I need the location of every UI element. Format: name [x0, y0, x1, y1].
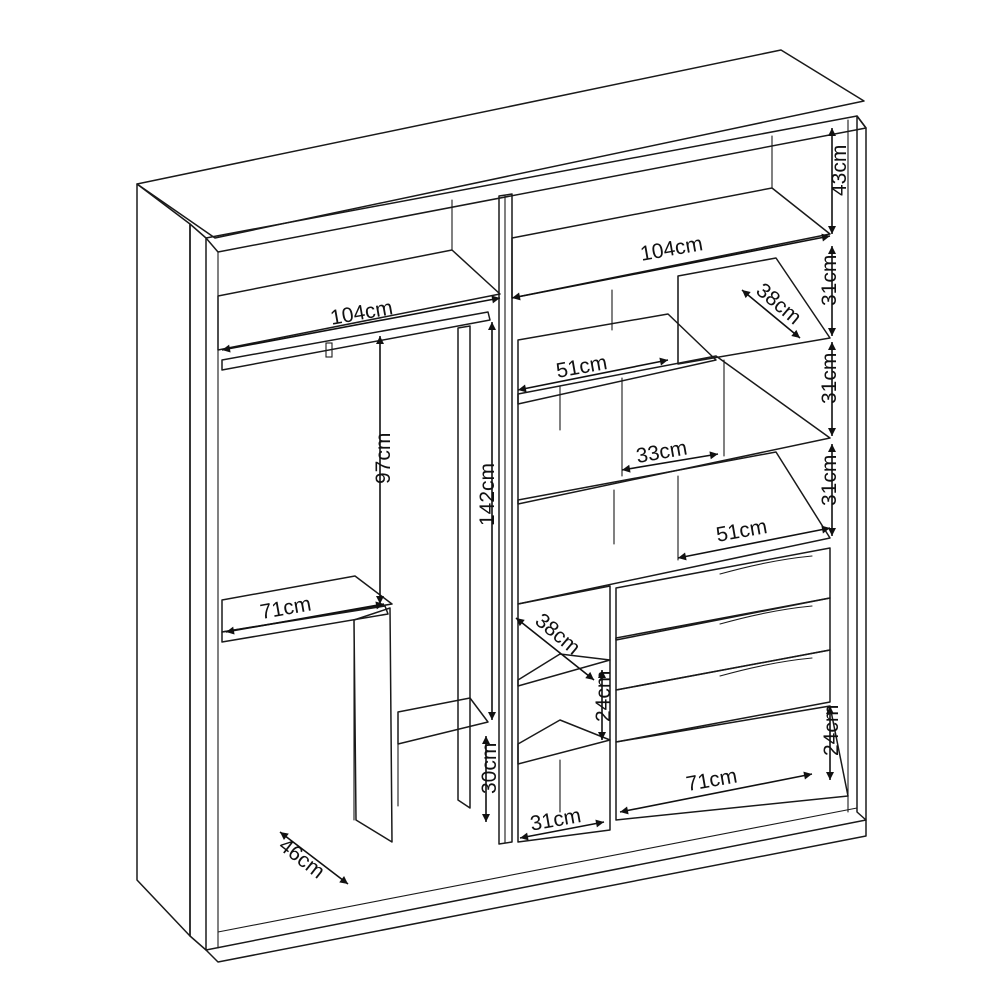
arrowhead	[598, 670, 606, 678]
arrowhead	[376, 336, 384, 344]
small-shelves	[517, 585, 849, 843]
arrowhead	[226, 626, 235, 635]
arrowhead	[222, 344, 231, 353]
arrowhead	[339, 875, 348, 884]
arrowhead	[828, 528, 836, 536]
dim-bottom-depth: 46cm	[274, 834, 329, 884]
dim-shelf-row1-height: 31cm	[818, 255, 841, 306]
arrowhead	[585, 671, 594, 680]
arrowhead	[742, 290, 751, 299]
inner-panel	[221, 575, 393, 843]
arrowhead	[488, 712, 496, 720]
arrowhead	[516, 618, 525, 627]
arrowhead	[828, 246, 836, 254]
arrowhead	[598, 732, 606, 740]
arrowhead	[828, 328, 836, 336]
dim-bottom-drawer-gap-height: 24cm	[820, 705, 843, 756]
arrowhead	[826, 772, 834, 780]
dim-middle-shelf-width: 33cm	[634, 436, 689, 468]
tall-inner-panel	[397, 325, 489, 809]
drawers	[615, 547, 831, 743]
dim-short-hanging-height: 97cm	[372, 433, 395, 484]
arrowhead	[280, 832, 289, 841]
dim-top-left-width: 104cm	[329, 296, 395, 330]
arrowhead	[828, 444, 836, 452]
arrowhead	[828, 428, 836, 436]
dim-shelf-row3-height: 31cm	[818, 455, 841, 506]
arrowhead	[491, 295, 500, 304]
arrowhead	[791, 329, 800, 338]
arrowhead	[488, 322, 496, 330]
arrowhead	[828, 342, 836, 350]
arrowhead	[826, 706, 834, 714]
dim-bottom-shelf-height: 30cm	[478, 743, 501, 794]
centre-divider	[498, 193, 513, 845]
dimension-labels: 104cm 104cm 43cm 31cm 31cm 31cm 38cm 51c…	[258, 145, 851, 884]
arrowhead	[828, 226, 836, 234]
arrowhead	[518, 384, 527, 393]
arrowhead	[482, 736, 490, 744]
dim-drawer-section-width: 71cm	[684, 764, 739, 796]
dimension-arrows	[221, 128, 836, 885]
arrowhead	[821, 233, 830, 242]
arrowhead	[375, 601, 384, 610]
arrowhead	[376, 596, 384, 604]
dim-long-hanging-height: 142cm	[476, 463, 499, 526]
arrowhead	[595, 819, 604, 828]
top-shelves	[217, 135, 831, 351]
dim-small-shelf-height: 24cm	[592, 671, 615, 722]
arrowhead	[512, 292, 521, 301]
dim-top-shelf-height: 43cm	[828, 145, 851, 196]
arrowhead	[622, 464, 631, 473]
right-shelf-grid	[517, 257, 831, 605]
arrowhead	[620, 806, 629, 815]
arrowhead	[482, 814, 490, 822]
arrowhead	[709, 451, 718, 460]
wardrobe-carcass	[136, 49, 867, 963]
dim-small-shelf-width: 31cm	[528, 804, 583, 836]
dim-shelf-row2-height: 31cm	[818, 353, 841, 404]
arrowhead	[821, 525, 830, 534]
arrowhead	[803, 771, 812, 780]
arrowhead	[659, 357, 668, 366]
arrowhead	[828, 128, 836, 136]
arrowhead	[678, 552, 687, 561]
arrowhead	[520, 832, 529, 841]
